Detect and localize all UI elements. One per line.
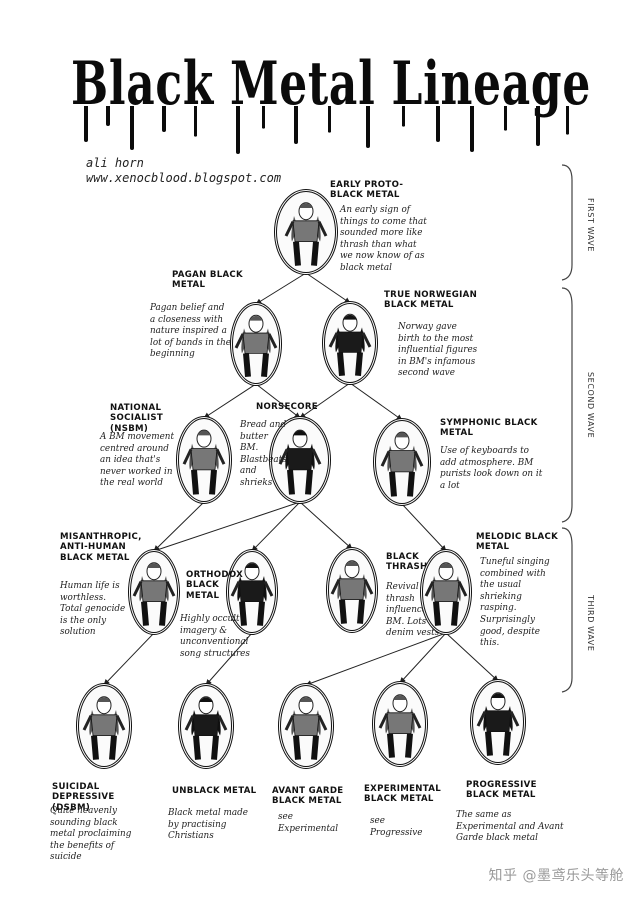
wave-label-second: SECOND WAVE — [586, 372, 595, 439]
connector-pagan-to-norsecore — [255, 383, 301, 419]
node-desc-unblack: Black metal made by practising Christian… — [168, 808, 248, 842]
author-credit: ali horn — [86, 156, 144, 170]
connector-pagan-to-nsbm — [203, 383, 257, 419]
node-label-suicidal: SUICIDAL DEPRESSIVE (DSBM) — [52, 782, 115, 813]
node-desc-misanthropic: Human life is worthless. Total genocide … — [60, 581, 126, 638]
figure-illustration-icon — [184, 696, 228, 760]
node-label-symphonic: SYMPHONIC BLACK METAL — [440, 418, 538, 439]
oval-progressive — [470, 679, 526, 765]
connector-norsecore-to-misanthropic — [153, 501, 301, 553]
oval-suicidal — [76, 683, 132, 769]
figure-illustration-icon — [82, 696, 126, 760]
oval-melodic — [420, 549, 472, 635]
connector-symphonic-to-melodic — [401, 503, 447, 552]
node-desc-avant-garde: see Experimental — [278, 812, 339, 834]
node-desc-melodic: Tuneful singing combined with the usual … — [480, 557, 550, 649]
wave-label-third: THIRD WAVE — [586, 595, 595, 652]
node-label-orthodox: ORTHODOX BLACK METAL — [186, 570, 244, 601]
figure-illustration-icon — [284, 202, 328, 266]
oval-pagan — [230, 302, 282, 386]
oval-early-proto — [274, 189, 338, 275]
oval-unblack — [178, 683, 234, 769]
node-label-progressive: PROGRESSIVE BLACK METAL — [466, 780, 537, 801]
oval-symphonic — [373, 418, 431, 506]
figure-illustration-icon — [182, 429, 226, 495]
node-label-norsecore: NORSECORE — [256, 402, 318, 412]
author-url: www.xenocblood.blogspot.com — [86, 171, 282, 185]
oval-orthodox — [226, 549, 278, 635]
figure-illustration-icon — [476, 692, 520, 756]
oval-avant-garde — [278, 683, 334, 769]
node-desc-pagan: Pagan belief and a closeness with nature… — [150, 303, 231, 360]
node-label-misanthropic: MISANTHROPIC, ANTI-HUMAN BLACK METAL — [60, 532, 142, 563]
node-desc-black-thrash: Revival of thrash influenced BM. Lots of… — [386, 582, 440, 639]
node-label-black-thrash: BLACK THRASH — [386, 552, 428, 573]
node-label-pagan: PAGAN BLACK METAL — [172, 270, 243, 291]
connector-orthodox-to-unblack — [205, 632, 253, 686]
figure-illustration-icon — [424, 562, 468, 626]
connector-early-proto-to-true-norwegian — [305, 272, 351, 304]
figure-illustration-icon — [380, 431, 424, 497]
figure-illustration-icon — [284, 696, 328, 760]
node-label-avant-garde: AVANT GARDE BLACK METAL — [272, 786, 344, 807]
node-desc-nsbm: A BM movement centred around an idea tha… — [100, 432, 174, 489]
node-label-melodic: MELODIC BLACK METAL — [476, 532, 559, 553]
oval-misanthropic — [128, 549, 180, 635]
connector-melodic-to-experimental — [399, 632, 447, 684]
title-logo: Black Metal Lineage — [71, 49, 590, 154]
node-label-unblack: UNBLACK METAL — [172, 786, 257, 796]
oval-nsbm — [176, 416, 232, 504]
oval-norsecore — [269, 416, 331, 504]
connector-melodic-to-avant-garde — [305, 632, 447, 686]
node-label-early-proto: EARLY PROTO-BLACK METAL — [330, 180, 404, 201]
connector-early-proto-to-pagan — [255, 272, 307, 305]
figure-illustration-icon — [132, 562, 176, 626]
node-desc-true-norwegian: Norway gave birth to the most influentia… — [398, 322, 478, 379]
oval-experimental — [372, 681, 428, 767]
node-label-experimental: EXPERIMENTAL BLACK METAL — [364, 784, 442, 805]
figure-illustration-icon — [378, 694, 422, 758]
connector-true-norwegian-to-norsecore — [299, 382, 351, 419]
connector-true-norwegian-to-symphonic — [349, 382, 403, 421]
node-label-nsbm: NATIONAL SOCIALIST (NSBM) — [110, 403, 164, 434]
node-desc-progressive: The same as Experimental and Avant Garde… — [456, 810, 564, 844]
title-drips — [84, 106, 569, 154]
figure-illustration-icon — [330, 560, 374, 624]
connector-melodic-to-progressive — [445, 632, 499, 682]
node-desc-early-proto: An early sign of things to come that sou… — [340, 205, 427, 274]
wave-label-first: FIRST WAVE — [586, 198, 595, 252]
wave-brackets — [561, 164, 573, 693]
connector-nsbm-to-misanthropic — [153, 501, 205, 552]
node-label-true-norwegian: TRUE NORWEGIAN BLACK METAL — [384, 290, 478, 311]
node-desc-orthodox: Highly occult imagery & unconventional s… — [180, 614, 250, 659]
figure-illustration-icon — [230, 562, 274, 626]
oval-black-thrash — [326, 547, 378, 633]
figure-illustration-icon — [234, 314, 278, 378]
node-desc-symphonic: Use of keyboards to add atmosphere. BM p… — [440, 446, 543, 491]
connector-misanthropic-to-suicidal — [103, 632, 155, 686]
figure-illustration-icon — [328, 313, 372, 377]
figure-illustration-icon — [278, 429, 322, 495]
connector-norsecore-to-black-thrash — [299, 501, 353, 550]
connector-norsecore-to-orthodox — [251, 501, 301, 552]
oval-true-norwegian — [322, 301, 378, 385]
node-desc-norsecore: Bread and butter BM. Blastbeats and shri… — [240, 420, 287, 489]
node-desc-suicidal: Quite heavenly sounding black metal proc… — [50, 806, 132, 863]
watermark: 知乎 @墨鸢乐头等舱 — [488, 868, 624, 884]
node-desc-experimental: see Progressive — [370, 816, 423, 838]
